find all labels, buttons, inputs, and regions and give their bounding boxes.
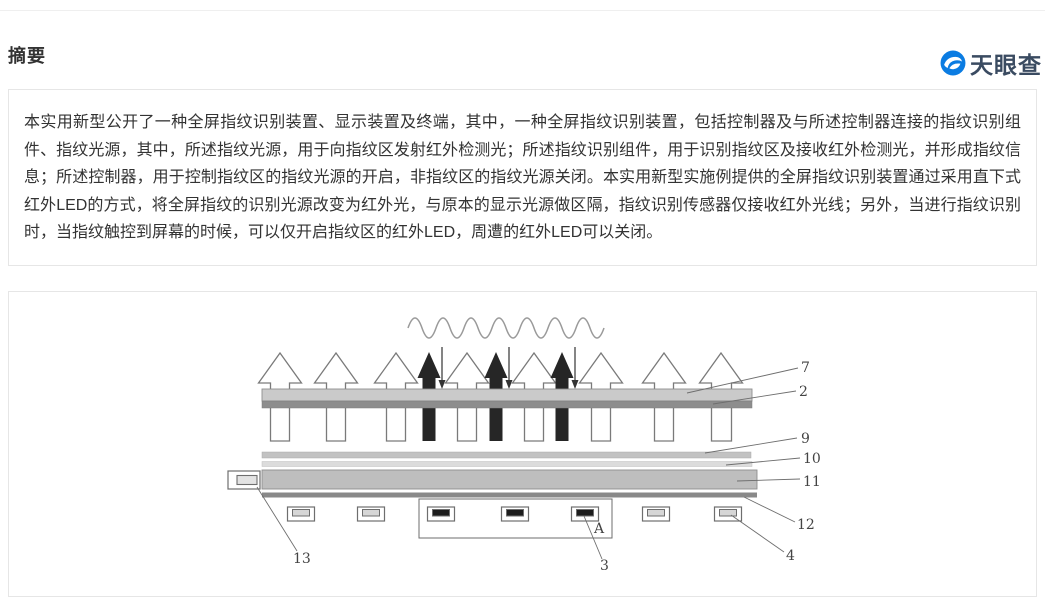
figure-label-12: 12 (797, 517, 815, 533)
layer-9-film (261, 451, 752, 459)
infrared-led (500, 506, 530, 522)
abstract-text: 本实用新型公开了一种全屏指纹识别装置、显示装置及终端，其中，一种全屏指纹识别装置… (24, 114, 1021, 241)
abstract-text-panel: 本实用新型公开了一种全屏指纹识别装置、显示装置及终端，其中，一种全屏指纹识别装置… (8, 89, 1037, 266)
led-row (286, 506, 743, 522)
patent-figure: 7 2 9 10 11 12 4 3 A 13 (227, 317, 821, 574)
tianyancha-eye-icon (940, 50, 966, 76)
display-led (356, 506, 386, 522)
figure-label-9: 9 (801, 431, 810, 447)
layer-7-cover-panel (261, 388, 753, 402)
infrared-led (426, 506, 456, 522)
fingerprint-region-box (418, 498, 613, 539)
display-led (286, 506, 316, 522)
figure-label-2: 2 (799, 384, 808, 400)
wave-icon (407, 317, 605, 339)
layer-11-light-guide-plate (261, 469, 758, 490)
component-13-side-light (227, 470, 261, 490)
figure-label-A: A (593, 521, 605, 537)
infrared-led (570, 506, 600, 522)
layer-10-film (261, 461, 753, 467)
layer-2-display-panel (261, 400, 753, 409)
display-led (641, 506, 671, 522)
top-divider (0, 10, 1045, 11)
reflected-down-arrows (438, 347, 579, 389)
figure-label-3: 3 (600, 558, 609, 574)
display-led (713, 506, 743, 522)
abstract-section-title: 摘要 (8, 46, 46, 66)
figure-label-11: 11 (803, 474, 821, 490)
figure-label-10: 10 (803, 451, 821, 467)
figure-label-13: 13 (293, 551, 311, 567)
figure-label-4: 4 (786, 548, 795, 564)
layer-12-reflector (262, 492, 757, 498)
figure-label-7: 7 (801, 360, 810, 376)
tianyancha-logo-text: 天眼查 (970, 52, 1042, 78)
figure-panel: 7 2 9 10 11 12 4 3 A 13 (8, 291, 1037, 597)
tianyancha-logo[interactable]: 天眼查 (940, 46, 1042, 80)
leader-lines (256, 367, 801, 560)
